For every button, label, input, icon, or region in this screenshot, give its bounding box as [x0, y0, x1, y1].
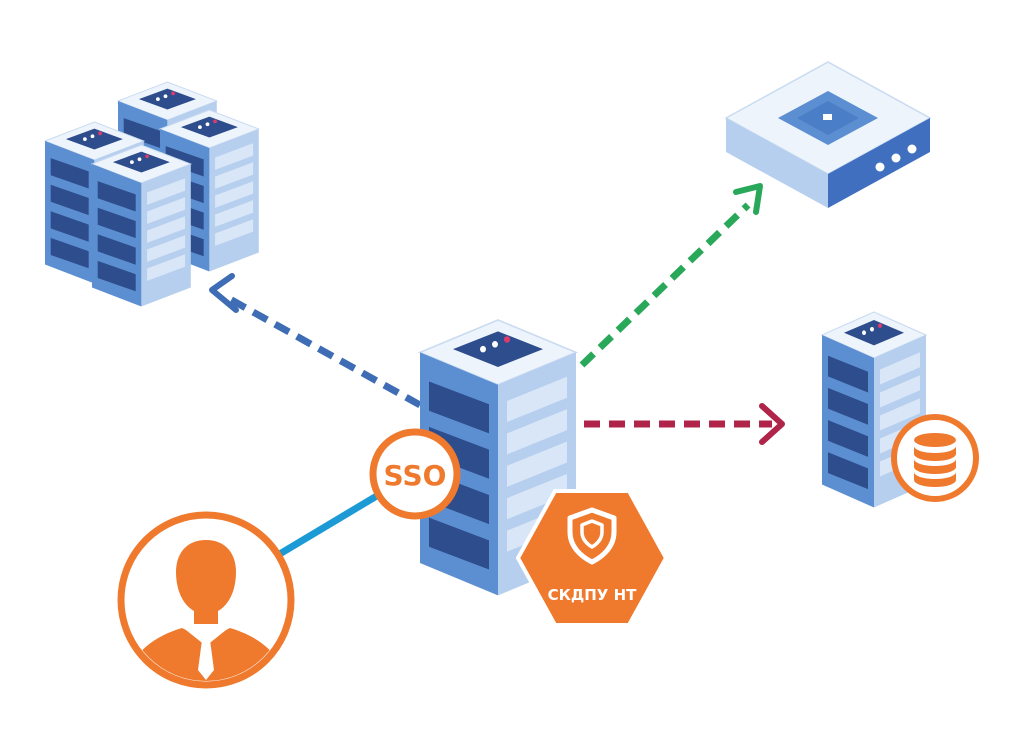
person-icon: [125, 540, 287, 681]
link-to-database: [584, 403, 785, 445]
shield-icon: [567, 507, 617, 565]
product-badge: СКДПУ НТ: [515, 489, 669, 627]
server-cluster-icon: [44, 81, 260, 307]
sso-label: SSO: [384, 459, 447, 492]
database-badge: [891, 414, 979, 502]
link-to-appliance: [579, 183, 763, 368]
database-icon: [914, 433, 956, 487]
sso-badge: SSO: [369, 428, 461, 520]
user-sso-link: [274, 481, 399, 559]
link-to-cluster: [209, 273, 422, 409]
network-appliance-icon: [724, 61, 932, 208]
user-avatar: [117, 511, 295, 689]
product-label: СКДПУ НТ: [548, 586, 638, 604]
